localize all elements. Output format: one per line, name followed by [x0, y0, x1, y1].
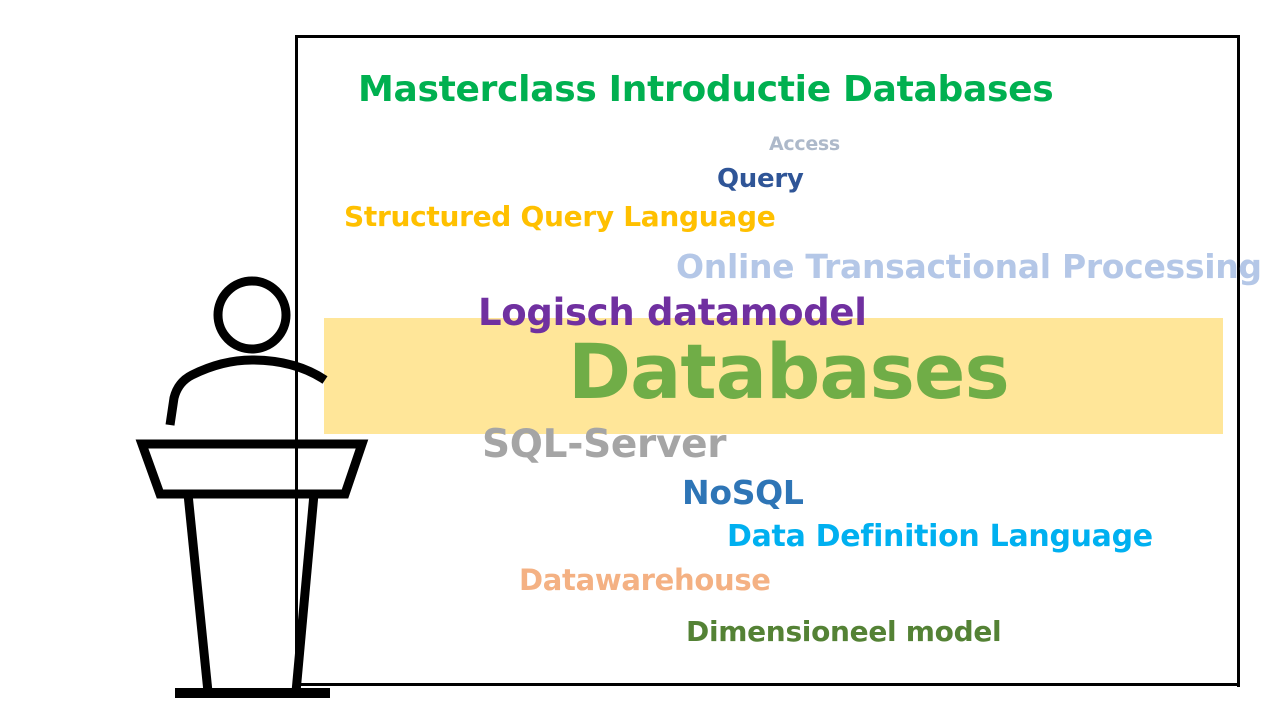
speaker-head [213, 276, 291, 354]
word-structured-query-language: Structured Query Language [344, 200, 776, 233]
frame-border-top [295, 35, 1240, 38]
word-databases: Databases [568, 327, 1010, 416]
word-dimensioneel-model: Dimensioneel model [686, 615, 1002, 648]
word-online-transactional-processing: Online Transactional Processing [676, 247, 1262, 286]
word-query: Query [717, 164, 804, 194]
slide-title: Masterclass Introductie Databases [358, 69, 1054, 110]
highlight-band [324, 318, 1223, 434]
word-logisch-datamodel: Logisch datamodel [478, 291, 867, 334]
speaker-at-podium-icon [135, 276, 369, 698]
word-datawarehouse: Datawarehouse [519, 563, 771, 597]
podium-left-leg [183, 493, 213, 693]
frame-border-left [295, 35, 298, 687]
podium-right-leg [291, 493, 319, 693]
podium-top [135, 439, 369, 499]
frame-border-bottom [298, 683, 1240, 686]
word-access: Access [769, 133, 840, 155]
word-data-definition-language: Data Definition Language [727, 519, 1153, 554]
podium-base [175, 688, 330, 698]
word-nosql: NoSQL [682, 473, 804, 512]
word-sql-server: SQL-Server [482, 422, 727, 467]
frame-border-right [1237, 35, 1240, 687]
speaker-shoulders [165, 355, 328, 426]
